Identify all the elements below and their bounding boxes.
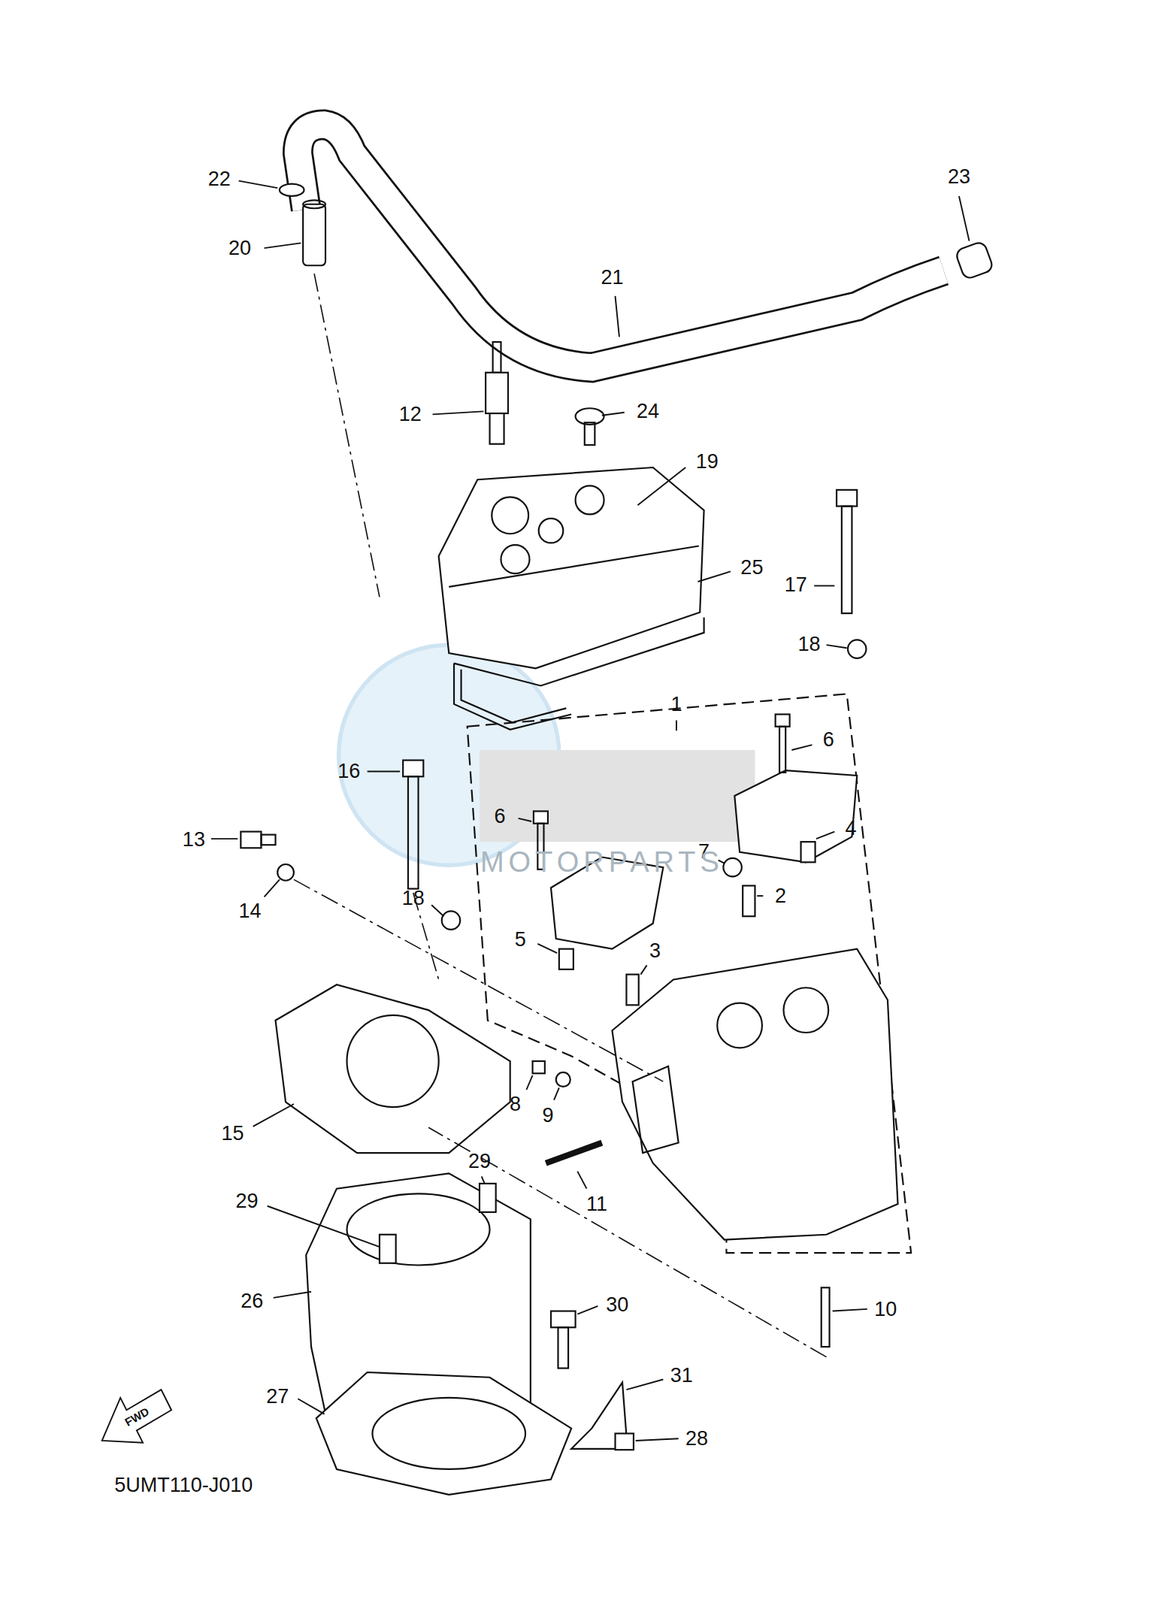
callout-number: 13 <box>182 829 206 851</box>
callout-number: 31 <box>670 1364 693 1386</box>
callout-number: 17 <box>784 574 808 595</box>
callout-number: 3 <box>649 941 661 962</box>
callout-number: 21 <box>600 267 624 288</box>
callout-number: 10 <box>874 1298 897 1320</box>
callout-number: 18 <box>402 887 425 908</box>
callout-number: 29 <box>235 1190 258 1211</box>
diagram-code: 5UMT110-J010 <box>114 1475 253 1496</box>
callout-number: 22 <box>208 168 231 189</box>
callout-number: 25 <box>740 556 763 578</box>
callout-number: 14 <box>239 901 262 922</box>
callout-number: 4 <box>845 818 857 839</box>
callout-number: 8 <box>509 1093 521 1114</box>
callout-number: 24 <box>636 401 660 422</box>
callout-number: 15 <box>220 1123 244 1144</box>
callout-number: 18 <box>797 633 821 654</box>
callout-number: 19 <box>696 450 719 472</box>
callout-number: 23 <box>947 166 971 187</box>
callout-number: 26 <box>240 1290 264 1311</box>
callout-number: 12 <box>399 404 422 425</box>
callout-number: 28 <box>685 1428 709 1449</box>
callout-number: 1 <box>670 693 682 715</box>
callout-number: 6 <box>494 805 506 827</box>
callout-number: 2 <box>774 885 787 906</box>
callout-number: 27 <box>266 1386 289 1408</box>
callout-number: 20 <box>228 237 252 258</box>
callout-number: 9 <box>541 1104 554 1126</box>
watermark: MOTORPARTS <box>480 847 724 877</box>
callout-number: 6 <box>823 729 835 751</box>
callout-number: 5 <box>514 929 527 951</box>
callout-number: 29 <box>468 1150 491 1172</box>
callout-number: 16 <box>337 761 361 782</box>
callout-number: 30 <box>605 1295 629 1316</box>
callout-number: 11 <box>586 1193 608 1214</box>
